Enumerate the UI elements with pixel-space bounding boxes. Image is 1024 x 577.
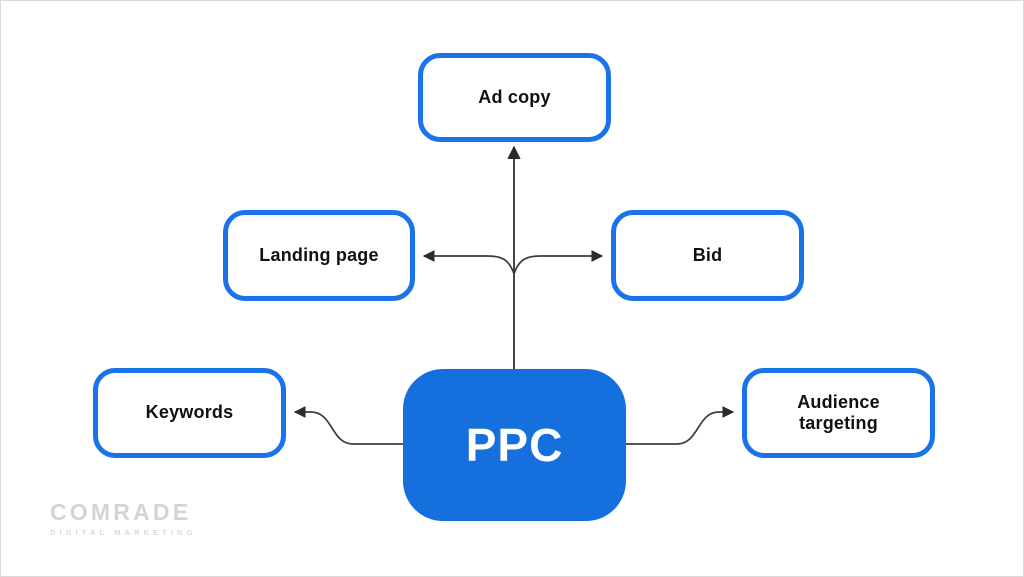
node-bid[interactable]: Bid xyxy=(611,210,804,301)
edge-ppc-to-landing-page xyxy=(422,250,515,275)
watermark-brand: COMRADE xyxy=(50,499,192,525)
node-keywords[interactable]: Keywords xyxy=(93,368,286,458)
node-audience-targeting-label: Audience targeting xyxy=(797,392,880,434)
node-ppc-center[interactable]: PPC xyxy=(403,369,626,521)
edge-ppc-to-audience-targeting xyxy=(626,406,735,445)
node-keywords-label: Keywords xyxy=(145,402,234,423)
edge-ppc-to-bid xyxy=(513,250,604,275)
node-ad-copy-label: Ad copy xyxy=(478,86,551,107)
node-audience-targeting-label-line2: targeting xyxy=(799,413,878,433)
node-audience-targeting[interactable]: Audience targeting xyxy=(742,368,935,458)
node-audience-targeting-label-line1: Audience xyxy=(797,391,880,412)
watermark-logo: COMRADE DIGITAL MARKETING xyxy=(50,501,197,537)
node-landing-page-label: Landing page xyxy=(259,244,379,265)
node-ppc-label: PPC xyxy=(465,419,564,471)
node-landing-page[interactable]: Landing page xyxy=(223,210,415,301)
edge-ppc-to-keywords xyxy=(293,406,403,445)
node-bid-label: Bid xyxy=(692,244,723,265)
watermark-tagline: DIGITAL MARKETING xyxy=(50,528,197,537)
node-ad-copy[interactable]: Ad copy xyxy=(418,53,611,142)
